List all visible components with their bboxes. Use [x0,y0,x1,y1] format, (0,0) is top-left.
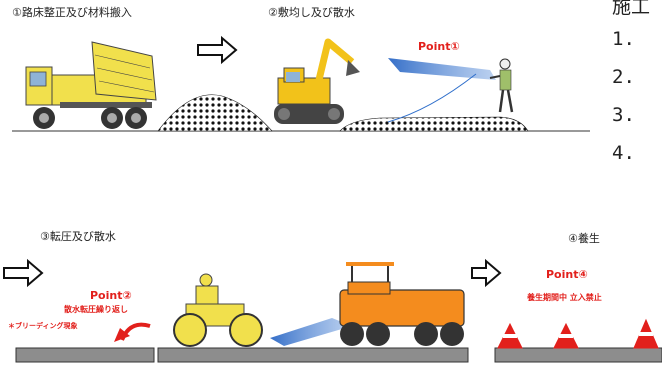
dump-truck-icon [25,41,157,129]
gravel-pile-icon [157,94,273,132]
roller-icon [173,273,263,347]
water-hose [387,73,477,123]
return-arrow-icon [120,322,151,341]
arrow-right-icon [197,35,238,65]
step-2-label: ②敷均し及び散水 [268,6,355,19]
worker-icon [489,58,514,113]
traffic-cone-icon [633,318,659,349]
side-item-2: 2. [612,66,635,88]
arrow-right-icon [471,258,502,288]
point-2-subtext: 散水転圧繰り返し [64,305,128,314]
step-3-label: ③転圧及び散水 [40,230,116,243]
water-spray-top [388,58,496,80]
side-item-3: 3. [612,104,635,126]
water-spray-bottom [270,318,352,346]
point-2-label: Point② [90,289,132,302]
pavement-slab [157,347,469,363]
pavement-slab [15,347,155,363]
traffic-cone-icon [553,322,579,349]
point-4-label: Point④ [546,268,588,281]
arrow-right-icon [3,258,44,288]
excavator-icon [274,38,360,124]
point-4-subtext: 養生期間中 立入禁止 [527,293,602,302]
pavement-slab [494,347,662,363]
point-1-label: Point① [418,40,460,53]
step-1-label: ①路床整正及び材料搬入 [12,6,132,19]
side-title: 施工 [612,0,651,18]
bleeding-note: ＊ブリーディング現象 [8,322,78,330]
traffic-cone-icon [497,322,523,349]
step-4-label: ④養生 [568,232,600,245]
side-item-1: 1. [612,28,635,50]
gravel-layer-top [339,116,529,132]
side-item-4: 4. [612,142,635,164]
compactor-icon [339,262,465,346]
